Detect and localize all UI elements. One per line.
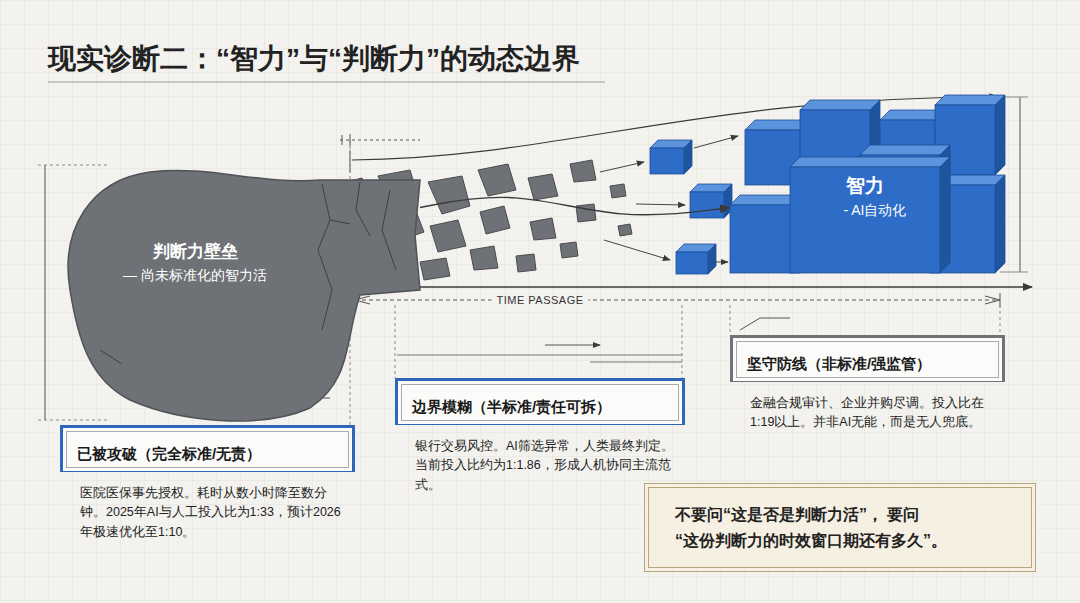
rock-fragment xyxy=(530,218,556,240)
card-heading: 坚守防线（非标准/强监管） xyxy=(730,335,1005,382)
rock-fragment xyxy=(420,258,450,280)
small-cube-front xyxy=(676,252,708,274)
flow-arrow xyxy=(600,162,644,172)
rock-outline xyxy=(68,170,420,421)
card-heading: 已被攻破（完全标准/无责） xyxy=(60,425,355,472)
rock-crack xyxy=(356,182,370,236)
zone-card: 已被攻破（完全标准/无责）医院医保事先授权。耗时从数小时降至数分钟。2025年A… xyxy=(60,425,355,542)
bracket-tick xyxy=(342,135,343,145)
zone-card: 边界模糊（半标准/责任可拆）银行交易风控。AI筛选异常，人类最终判定。当前投入比… xyxy=(395,378,685,495)
rock-crack xyxy=(318,250,332,330)
dimension-line xyxy=(355,300,1000,301)
card-body: 银行交易风控。AI筛选异常，人类最终判定。当前投入比约为1:1.86，形成人机协… xyxy=(395,425,685,495)
zone-guide xyxy=(395,305,396,378)
flow-arrow xyxy=(604,240,670,260)
bracket-line xyxy=(340,140,420,141)
flow-arrow xyxy=(714,262,728,263)
rock-fragment xyxy=(528,174,558,200)
rock-fragment xyxy=(576,204,596,222)
card-body: 医院医保事先授权。耗时从数小时降至数分钟。2025年AI与人工投入比为1:33，… xyxy=(60,472,355,542)
node-title: 判断力壁垒 xyxy=(153,240,238,263)
diagram-title: 现实诊断二：“智力”与“判断力”的动态边界 xyxy=(48,40,580,78)
block-side xyxy=(995,175,1005,273)
node-subtitle: - AI自动化 xyxy=(843,202,906,220)
rock-fragment xyxy=(428,176,470,214)
title-underline xyxy=(48,82,605,83)
small-cube-front xyxy=(690,192,724,218)
dimension-extension xyxy=(1000,272,1028,273)
flow-connector xyxy=(420,197,730,215)
leader-line xyxy=(740,318,760,330)
rock-fragment xyxy=(478,164,516,196)
rock-fragment xyxy=(610,184,626,198)
rock-crack xyxy=(318,184,330,250)
dimension-extension xyxy=(38,420,110,421)
time-axis xyxy=(350,286,1032,287)
zone-card: 坚守防线（非标准/强监管）金融合规审计、企业并购尽调。投入比在1:19以上。并非… xyxy=(730,335,1005,433)
intelligence-blocks: 智力 - AI自动化 xyxy=(730,95,1005,275)
node-title: 智力 xyxy=(846,173,884,199)
block-top xyxy=(935,95,1005,105)
small-cube-side xyxy=(684,140,692,174)
axis-label: TIME PASSAGE xyxy=(491,294,588,306)
flow-arrow xyxy=(694,136,738,148)
rock-crack xyxy=(330,220,350,224)
block-top xyxy=(790,157,950,167)
block-side xyxy=(995,95,1005,175)
vertical-dimension xyxy=(45,165,46,420)
block-front xyxy=(790,167,940,273)
zone-guide xyxy=(730,305,731,335)
zone-bracket-arrow xyxy=(545,345,600,346)
rock-fragment xyxy=(480,206,510,234)
block-top xyxy=(860,145,950,155)
quote-text: 不要问“这是否是判断力活”， 要问“这份判断力的时效窗口期还有多久”。 xyxy=(675,502,1013,553)
flow-arrow xyxy=(636,204,685,205)
rock-fragment xyxy=(570,160,596,182)
rock-fragment xyxy=(430,220,466,252)
rock-label-group: 判断力壁垒 — 尚未标准化的智力活 xyxy=(80,240,310,285)
dimension-tick xyxy=(985,300,1000,304)
rock-fragment xyxy=(618,224,632,236)
rock-crack xyxy=(382,190,396,270)
block-front xyxy=(730,205,800,273)
rock-fragment xyxy=(516,254,536,272)
small-cube-side xyxy=(708,244,716,274)
node-subtitle: — 尚未标准化的智力活 xyxy=(123,267,267,285)
block-label-group: 智力 - AI自动化 xyxy=(800,173,930,220)
rock-crack xyxy=(100,350,122,364)
block-top xyxy=(800,100,880,110)
dimension-extension xyxy=(38,165,110,166)
zone-guide xyxy=(1000,305,1001,335)
vertical-dimension xyxy=(1020,97,1021,272)
zone-bracket xyxy=(590,362,682,363)
zone-guide xyxy=(682,305,683,378)
rock-fragment xyxy=(560,242,578,258)
rock-fragment xyxy=(470,246,498,270)
card-heading: 边界模糊（半标准/责任可拆） xyxy=(395,378,685,425)
card-body: 金融合规审计、企业并购尽调。投入比在1:19以上。并非AI无能，而是无人兜底。 xyxy=(730,382,1005,433)
small-cube-front xyxy=(650,148,684,174)
dimension-tick xyxy=(985,296,1000,300)
quote-box: 不要问“这是否是判断力活”， 要问“这份判断力的时效窗口期还有多久”。 xyxy=(648,487,1032,568)
zone-bracket xyxy=(397,355,682,356)
leader-line xyxy=(760,318,790,319)
block-side xyxy=(940,157,950,273)
judgment-barrier: 判断力壁垒 — 尚未标准化的智力活 xyxy=(60,140,420,420)
